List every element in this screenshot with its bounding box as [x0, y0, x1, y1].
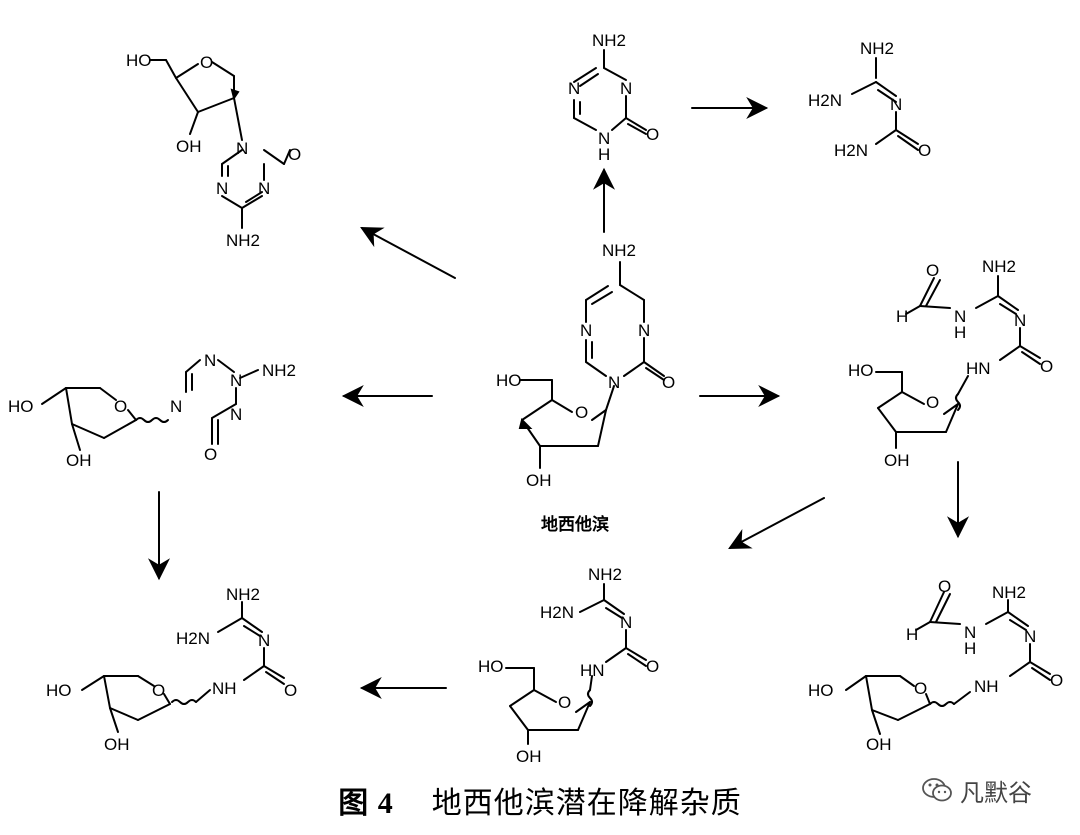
atom-label-nh2: NH2 [982, 257, 1016, 276]
guanylurea-riboside-structure [505, 583, 647, 745]
atom-label-o: O [926, 393, 939, 412]
atom-label-oh: OH [104, 735, 130, 754]
atom-label-n: N [964, 623, 976, 642]
atom-label-o: O [926, 261, 939, 280]
atom-label-n: N [890, 95, 902, 114]
atom-label-h2n: H2N [176, 629, 210, 648]
atom-label-ho: HO [8, 397, 34, 416]
atom-label-oh: OH [66, 451, 92, 470]
watermark-text: 凡默谷 [960, 778, 1032, 807]
atom-label-o: O [288, 145, 301, 164]
atom-label-o: O [284, 681, 297, 700]
atom-label-n: N [568, 79, 580, 98]
atom-label-n: N [236, 139, 248, 158]
atom-label-ho: HO [496, 371, 522, 390]
atom-label-oh: OH [526, 471, 552, 490]
alpha-anomer-structure [149, 59, 291, 229]
atom-label-o: O [938, 577, 951, 596]
parent-compound-name: 地西他滨 [541, 515, 609, 535]
atom-label-nh2: NH2 [592, 31, 626, 50]
atom-label-n: N [258, 179, 270, 198]
atom-label-nh: NH [212, 679, 237, 698]
atom-label-o: O [1040, 357, 1053, 376]
figure-caption: 图 4 地西他滨潜在降解杂质 [0, 778, 1080, 822]
atom-label-o: O [914, 679, 927, 698]
atom-label-oh: OH [516, 747, 542, 766]
atom-label-nh2: NH2 [262, 361, 296, 380]
guanylurea-structure [851, 57, 919, 151]
figure-number: 图 4 [338, 787, 394, 820]
atom-label-o: O [575, 403, 588, 422]
atom-label-n: N [1014, 311, 1026, 330]
atom-label-ho: HO [848, 361, 874, 380]
atom-label-h: H [964, 639, 976, 658]
atom-label-nh2: NH2 [602, 241, 636, 260]
atom-label-nh2: NH2 [226, 585, 260, 604]
atom-label-o: O [918, 141, 931, 160]
wechat-logo-icon [922, 778, 952, 802]
atom-label-n: N [638, 321, 650, 340]
atom-label-o: O [646, 657, 659, 676]
atom-label-n: N [230, 371, 242, 390]
atom-label-hn: HN [580, 661, 605, 680]
atom-label-o: O [646, 125, 659, 144]
atom-labels: NH2 N N N O O HO OH NH2 N N N H O NH2 H2… [8, 31, 1063, 766]
azacytosine-structure [573, 49, 647, 135]
atom-label-h2n: H2N [540, 603, 574, 622]
atom-label-o: O [662, 373, 675, 392]
formyl-pyranoside-structure [845, 591, 1051, 735]
atom-label-n: N [170, 397, 182, 416]
atom-label-n: N [580, 321, 592, 340]
atom-label-ho: HO [478, 657, 504, 676]
arrow-to-guanylurea-riboside [728, 497, 825, 550]
atom-label-ho: HO [46, 681, 72, 700]
atom-label-o: O [204, 445, 217, 464]
atom-label-h2n: H2N [834, 141, 868, 160]
atom-label-o: O [200, 53, 213, 72]
atom-label-nh2: NH2 [860, 39, 894, 58]
atom-label-n: N [598, 129, 610, 148]
atom-label-h: H [598, 145, 610, 164]
atom-label-h: H [906, 625, 918, 644]
atom-label-n: N [258, 631, 270, 650]
atom-label-nh2: NH2 [588, 565, 622, 584]
atom-label-nh2: NH2 [992, 583, 1026, 602]
atom-label-n: N [230, 405, 242, 424]
atom-label-n: N [1024, 627, 1036, 646]
atom-label-oh: OH [866, 735, 892, 754]
watermark: 凡默谷 [920, 772, 1032, 808]
atom-label-o: O [558, 693, 571, 712]
atom-label-ho: HO [126, 51, 152, 70]
atom-label-h: H [896, 307, 908, 326]
atom-label-oh: OH [884, 451, 910, 470]
atom-label-n: N [204, 351, 216, 370]
figure-title: 地西他滨潜在降解杂质 [431, 786, 742, 821]
atom-label-nh2: NH2 [226, 231, 260, 250]
arrow-to-alpha-anomer [360, 226, 456, 279]
atom-label-n: N [608, 373, 620, 392]
atom-label-o: O [114, 397, 127, 416]
formyl-riboside-structure [875, 275, 1041, 449]
atom-label-n: N [216, 179, 228, 198]
atom-label-oh: OH [176, 137, 202, 156]
atom-label-n: N [620, 613, 632, 632]
atom-label-n: N [954, 307, 966, 326]
atom-label-h2n: H2N [808, 91, 842, 110]
atom-label-o: O [1050, 671, 1063, 690]
atom-label-n: N [620, 79, 632, 98]
atom-label-o: O [152, 681, 165, 700]
atom-label-h: H [954, 323, 966, 342]
decitabine-structure [518, 261, 665, 469]
atom-label-ho: HO [808, 681, 834, 700]
atom-label-nh: NH [974, 677, 999, 696]
guanylurea-pyranoside-structure [81, 601, 285, 733]
reaction-arrows [148, 97, 969, 699]
pyranose-isomer-structure [41, 359, 259, 451]
atom-label-hn: HN [966, 359, 991, 378]
